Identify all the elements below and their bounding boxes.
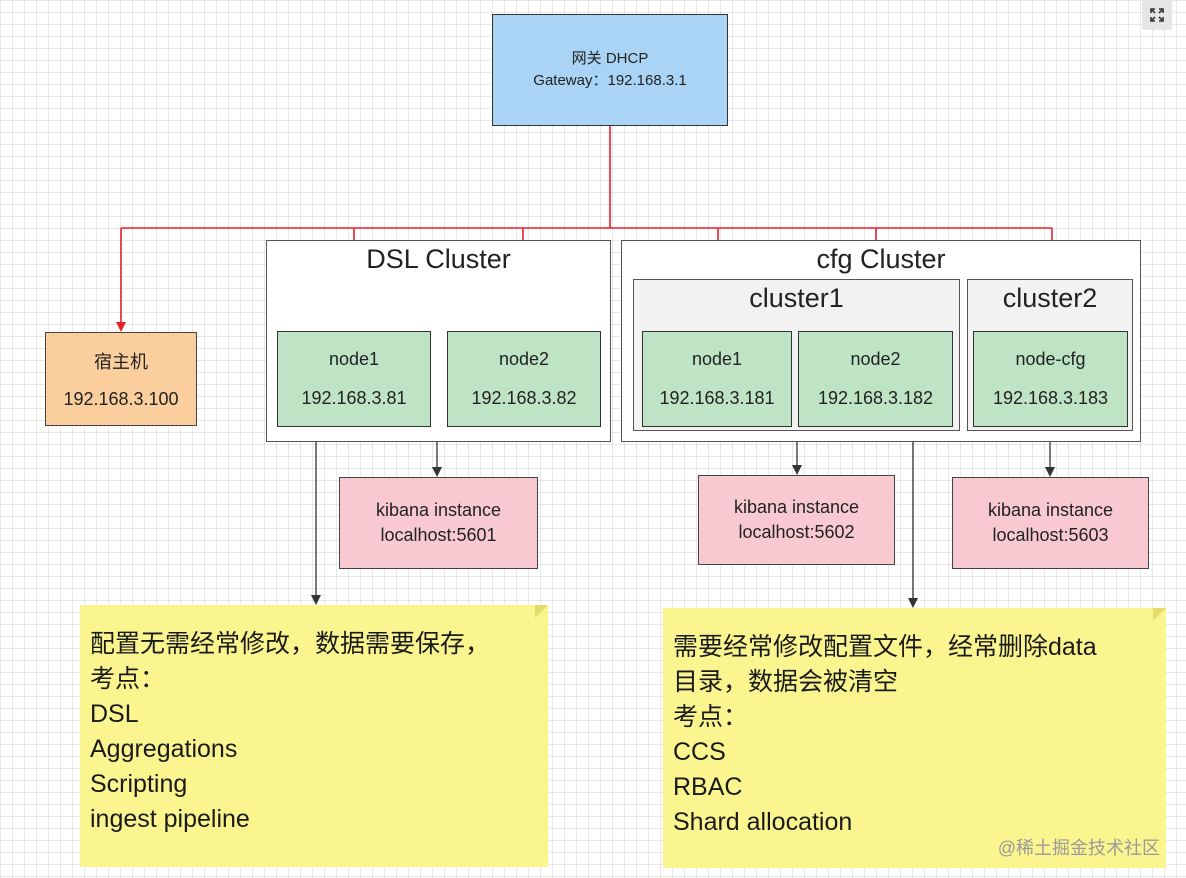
- note-line: 需要经常修改配置文件，经常删除data: [673, 633, 1097, 661]
- note-line: DSL: [90, 700, 139, 728]
- gateway-title: 网关 DHCP: [571, 50, 649, 67]
- host-ip: 192.168.3.100: [63, 388, 179, 409]
- node-ip: 192.168.3.81: [301, 388, 407, 408]
- kibana-label: kibana instance: [987, 500, 1114, 520]
- cfg-cluster-title: cfg Cluster: [816, 244, 946, 274]
- gateway-box: 网关 DHCP Gateway：192.168.3.1: [492, 14, 728, 126]
- kibana-label: kibana instance: [733, 497, 860, 517]
- note-line: 考点：: [90, 665, 166, 693]
- kibana-address: localhost:5603: [992, 525, 1109, 545]
- note-line: ingest pipeline: [90, 805, 250, 833]
- node-name: node1: [328, 349, 380, 369]
- note-line: CCS: [673, 738, 726, 766]
- sticky-note-dsl: 配置无需经常修改，数据需要保存， 考点： DSL Aggregations Sc…: [80, 605, 548, 867]
- cfg-node1: node1 192.168.3.181: [642, 331, 792, 427]
- fullscreen-button[interactable]: [1142, 0, 1172, 30]
- node-name: node2: [498, 349, 550, 369]
- cfg-node2: node2 192.168.3.182: [798, 331, 953, 427]
- kibana-instance-5601: kibana instance localhost:5601: [339, 477, 538, 569]
- node-name: node2: [850, 349, 901, 369]
- watermark: @稀土掘金技术社区: [997, 838, 1160, 858]
- host-box: 宿主机 192.168.3.100: [45, 332, 197, 426]
- kibana-instance-5602: kibana instance localhost:5602: [698, 475, 895, 565]
- subcluster-title: cluster1: [749, 283, 844, 313]
- node-ip: 192.168.3.182: [817, 388, 934, 408]
- node-ip: 192.168.3.82: [471, 388, 577, 408]
- note-fold-corner: [1153, 608, 1166, 621]
- note-line: 目录，数据会被清空: [673, 668, 899, 696]
- expand-arrows-icon: [1150, 8, 1164, 22]
- kibana-address: localhost:5601: [380, 525, 497, 545]
- dsl-node1: node1 192.168.3.81: [277, 331, 431, 427]
- note-fold-corner: [535, 605, 548, 618]
- subcluster-title: cluster2: [1002, 283, 1098, 313]
- cfg-node-cfg: node-cfg 192.168.3.183: [973, 331, 1128, 427]
- note-line: Aggregations: [90, 735, 238, 763]
- kibana-instance-5603: kibana instance localhost:5603: [952, 477, 1149, 569]
- note-line: RBAC: [673, 773, 743, 801]
- kibana-address: localhost:5602: [738, 522, 855, 542]
- note-line: Shard allocation: [673, 808, 853, 836]
- note-line: Scripting: [90, 770, 188, 798]
- dsl-node2: node2 192.168.3.82: [447, 331, 601, 427]
- dsl-cluster-title: DSL Cluster: [366, 244, 511, 274]
- node-ip: 192.168.3.181: [659, 388, 775, 408]
- gateway-address: Gateway：192.168.3.1: [533, 72, 687, 89]
- kibana-label: kibana instance: [375, 500, 502, 520]
- sticky-note-cfg: 需要经常修改配置文件，经常删除data 目录，数据会被清空 考点： CCS RB…: [663, 608, 1166, 868]
- host-name: 宿主机: [94, 352, 148, 373]
- node-name: node-cfg: [1015, 349, 1086, 369]
- node-name: node1: [691, 349, 743, 369]
- node-ip: 192.168.3.183: [992, 388, 1109, 408]
- note-line: 配置无需经常修改，数据需要保存，: [90, 630, 491, 658]
- note-line: 考点：: [673, 703, 749, 731]
